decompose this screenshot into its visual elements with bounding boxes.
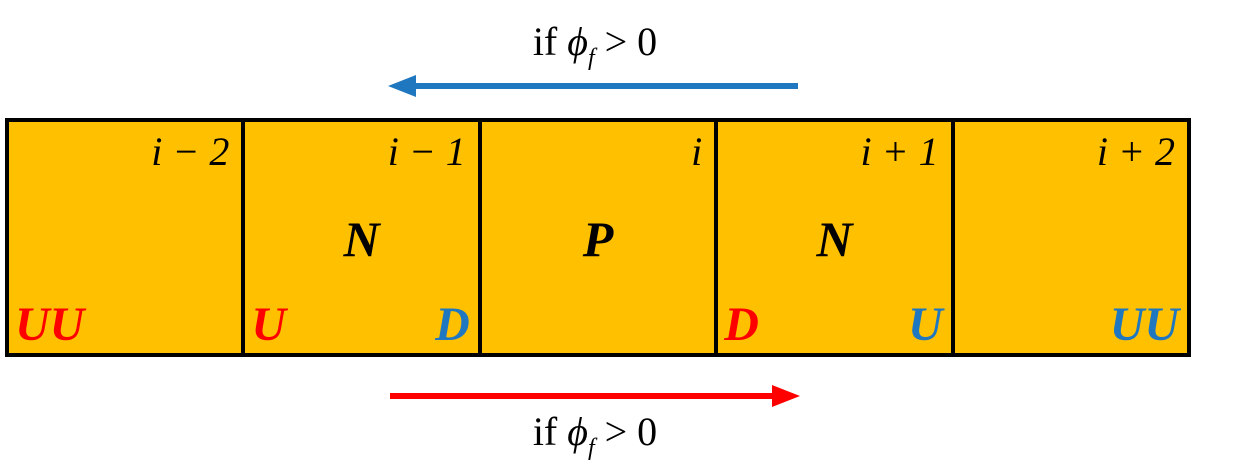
cell-role-label: N bbox=[816, 211, 853, 267]
cell-i-plus-2: i + 2 UU bbox=[954, 122, 1188, 353]
cell-index-label: i bbox=[691, 129, 703, 174]
bottom-condition-if: if bbox=[532, 409, 558, 454]
bottom-condition-relation: > 0 bbox=[594, 409, 658, 454]
cell-right-mark: D bbox=[435, 298, 470, 351]
cell-index-label: i − 2 bbox=[151, 129, 230, 174]
cell-left-mark: D bbox=[724, 298, 759, 351]
cell-strip: i − 2 UU i − 1 N U D i P i + 1 N D U i +… bbox=[5, 118, 1191, 357]
flow-arrow-right-head bbox=[772, 385, 800, 407]
cell-i-minus-1: i − 1 N U D bbox=[245, 122, 482, 353]
cell-i-minus-2: i − 2 UU bbox=[9, 122, 246, 353]
bottom-condition-phi: ϕ bbox=[567, 409, 588, 454]
top-condition-subscript: f bbox=[587, 45, 595, 71]
cell-left-mark: U bbox=[251, 298, 287, 351]
cell-index-label: i − 1 bbox=[387, 129, 466, 174]
cell-index-label: i + 2 bbox=[1096, 129, 1176, 174]
top-condition-label: if ϕf > 0 bbox=[390, 19, 800, 71]
cell-right-mark: UU bbox=[1109, 298, 1180, 351]
bottom-condition-subscript: f bbox=[587, 435, 595, 461]
cell-index-label: i + 1 bbox=[860, 129, 939, 174]
top-condition-relation: > 0 bbox=[594, 19, 658, 64]
cell-role-label: N bbox=[343, 211, 380, 267]
bottom-condition-label: if ϕf > 0 bbox=[390, 409, 800, 461]
cell-i: i P bbox=[481, 122, 719, 353]
cell-left-mark: UU bbox=[15, 298, 85, 351]
cell-i-plus-1: i + 1 N D U bbox=[718, 122, 955, 353]
cell-right-mark: U bbox=[907, 298, 943, 351]
flow-arrow-left bbox=[388, 75, 798, 97]
flow-arrow-right bbox=[390, 385, 800, 407]
top-condition-if: if bbox=[532, 19, 558, 64]
flow-arrow-left-head bbox=[388, 75, 416, 97]
cell-role-label: P bbox=[582, 211, 614, 267]
top-condition-phi: ϕ bbox=[567, 19, 588, 64]
